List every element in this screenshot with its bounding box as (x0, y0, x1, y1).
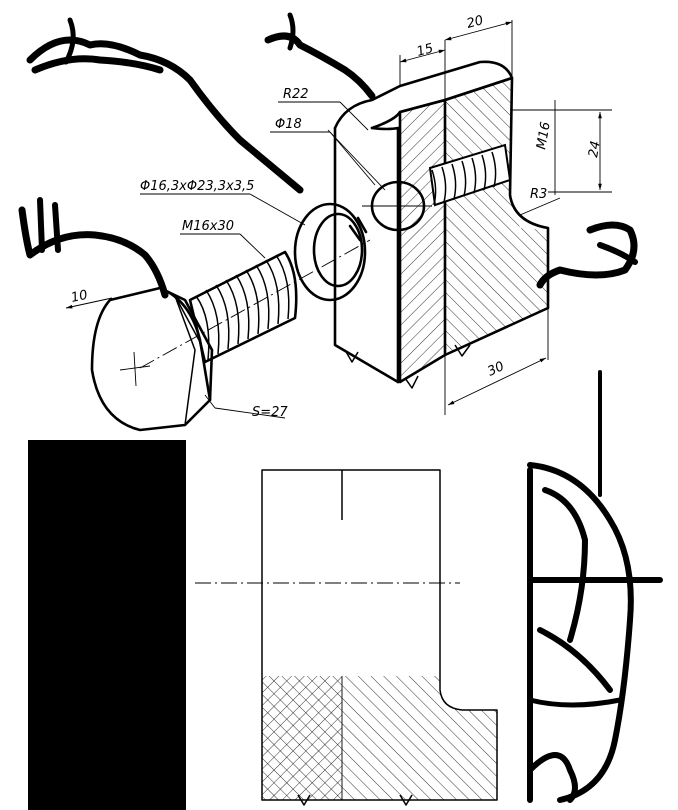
label-s27: S=27 (252, 405, 288, 420)
label-phi18: Φ18 (275, 117, 302, 132)
dimension-labels: R22 Φ18 Φ16,3xΦ23,3x3,5 M16x30 M16 R3 S=… (70, 13, 604, 420)
label-m16: M16 (534, 121, 554, 151)
dimension-lines (65, 20, 612, 419)
bracket-block (333, 60, 550, 389)
threaded-hole (431, 151, 497, 206)
label-bolt: M16x30 (182, 219, 234, 234)
handwritten-scribbles (18, 12, 638, 299)
label-washer: Φ16,3xΦ23,3x3,5 (140, 179, 254, 194)
label-r22: R22 (283, 87, 309, 102)
label-24: 24 (586, 140, 604, 159)
label-r3: R3 (530, 187, 547, 202)
section-view (195, 469, 498, 806)
side-view-scribble (527, 370, 663, 803)
orthographic-view (28, 370, 663, 810)
hex-bolt (90, 239, 371, 432)
isometric-assembly: R22 Φ18 Φ16,3xΦ23,3x3,5 M16x30 M16 R3 S=… (18, 12, 638, 432)
label-30: 30 (485, 359, 506, 380)
label-20: 20 (465, 13, 485, 32)
label-15: 15 (415, 41, 435, 60)
spring-washer (293, 202, 368, 302)
left-black-mask (28, 440, 186, 810)
label-10: 10 (70, 288, 89, 306)
